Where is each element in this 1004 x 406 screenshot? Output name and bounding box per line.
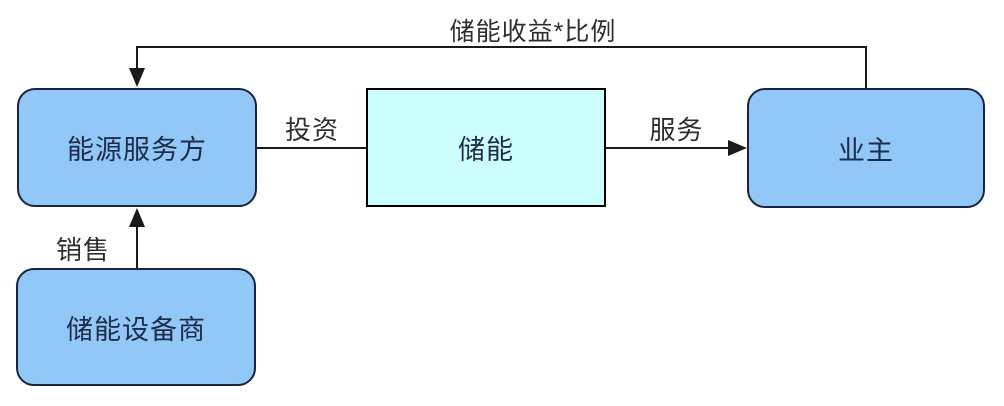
node-owner: 业主	[747, 88, 985, 208]
node-owner-label: 业主	[838, 135, 894, 166]
edge-label-revenue-share: 储能收益*比例	[449, 18, 617, 46]
node-storage-label: 储能	[458, 135, 514, 165]
node-storage: 储能	[366, 88, 606, 207]
node-energy-service: 能源服务方	[17, 88, 257, 207]
edge-label-sales: 销售	[55, 235, 110, 265]
edge-label-service: 服务	[649, 115, 704, 145]
edge-sales-arrowhead-icon	[129, 208, 145, 227]
node-equipment-vendor: 储能设备商	[16, 268, 256, 386]
node-equipment-vendor-label: 储能设备商	[66, 314, 206, 345]
edge-revenue-share-arrowhead-icon	[129, 68, 145, 87]
edge-label-investment: 投资	[284, 115, 339, 145]
node-energy-service-label: 能源服务方	[67, 135, 207, 165]
edge-revenue-share-line	[136, 46, 867, 88]
